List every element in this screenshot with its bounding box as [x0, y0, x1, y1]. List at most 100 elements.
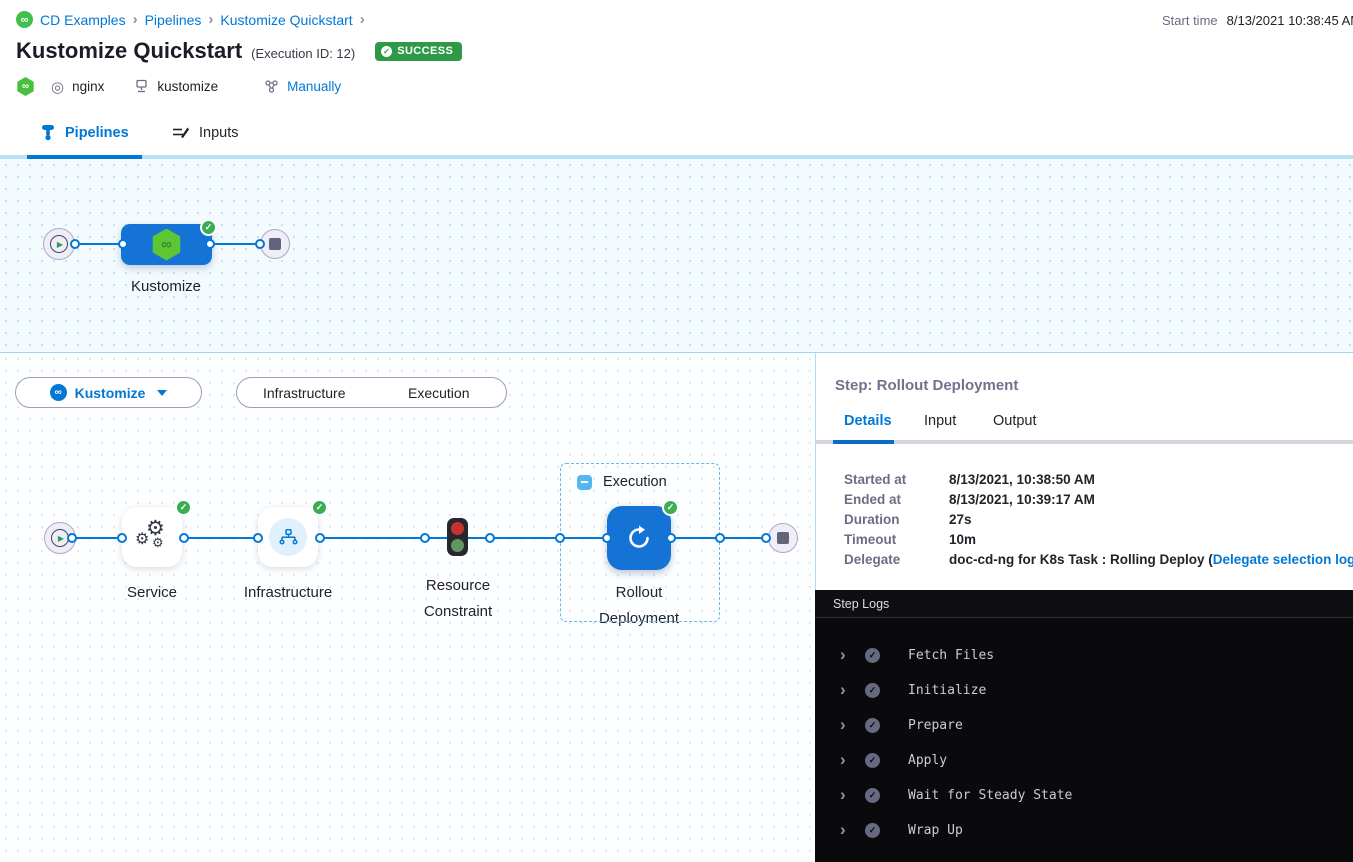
breadcrumb-pipelines[interactable]: Pipelines [144, 11, 202, 28]
connector-joint [70, 239, 80, 249]
expand-chevron-icon[interactable]: › [840, 750, 846, 769]
tab-pipelines[interactable]: Pipelines [40, 110, 129, 155]
chevron-down-icon [157, 389, 168, 396]
connector-joint [255, 239, 265, 249]
log-section-apply[interactable]: › ✓ Apply [840, 750, 948, 769]
expand-chevron-icon[interactable]: › [840, 645, 846, 664]
detail-row-delegate: Delegate doc-cd-ng for K8s Task : Rollin… [844, 550, 1353, 570]
log-section-prepare[interactable]: › ✓ Prepare [840, 715, 963, 734]
connector-joint [420, 533, 430, 543]
harness-deploy-icon: ∞ [17, 77, 34, 96]
service-icon: ◎ [51, 78, 65, 96]
harness-cd-logo-icon: ∞ [16, 11, 33, 28]
step-label-rollout-deployment: Rollout Deployment [598, 584, 680, 627]
log-success-icon: ✓ [865, 647, 880, 663]
panel-tab-underline [816, 440, 1353, 444]
status-badge: ✓ SUCCESS [375, 41, 463, 61]
environment-icon [134, 79, 149, 94]
connector-joint [315, 533, 325, 543]
connector-joint [67, 533, 77, 543]
connector-joint [666, 533, 676, 543]
inputs-icon [173, 127, 189, 138]
log-section-wait-for-steady-state[interactable]: › ✓ Wait for Steady State [840, 785, 1073, 804]
infrastructure-icon [269, 518, 307, 556]
panel-tab-active-underline [833, 440, 894, 444]
step-logs-panel: Step Logs › ✓ Fetch Files › ✓ Initialize… [815, 590, 1353, 862]
step-node-rollout-deployment[interactable] [607, 506, 671, 570]
success-check-icon: ✓ [311, 499, 328, 516]
header: ∞ CD Examples › Pipelines › Kustomize Qu… [0, 0, 1353, 110]
log-section-wrap-up[interactable]: › ✓ Wrap Up [840, 820, 963, 839]
edge [210, 243, 262, 245]
tab-input[interactable]: Input [924, 413, 957, 429]
log-success-icon: ✓ [865, 717, 880, 733]
breadcrumb-separator-icon: › [132, 11, 138, 28]
breadcrumb-kustomize-quickstart[interactable]: Kustomize Quickstart [220, 11, 353, 28]
execution-graph-canvas[interactable]: ∞ Kustomize Infrastructure Execution Exe… [0, 353, 815, 862]
step-label-service: Service [126, 584, 178, 601]
log-success-icon: ✓ [865, 822, 880, 838]
pipeline-start-node: ▶ [43, 228, 75, 260]
tab-details[interactable]: Details [844, 413, 892, 429]
stage-node-kustomize[interactable]: ∞ [121, 224, 212, 265]
service-gears-icon: ⚙ ⚙ ⚙ [135, 517, 165, 550]
trigger-icon [264, 79, 279, 94]
collapse-group-icon[interactable] [577, 474, 592, 490]
stage-selector-icon: ∞ [49, 384, 67, 401]
connector-joint [761, 533, 771, 543]
traffic-red-icon [451, 522, 464, 535]
log-success-icon: ✓ [865, 752, 880, 768]
trigger-label[interactable]: Manually [287, 79, 342, 94]
log-section-fetch-files[interactable]: › ✓ Fetch Files [840, 645, 995, 664]
success-check-icon: ✓ [200, 219, 217, 236]
execution-id: (Execution ID: 12) [251, 45, 356, 61]
toggle-infrastructure[interactable]: Infrastructure [263, 384, 346, 401]
expand-chevron-icon[interactable]: › [840, 680, 846, 699]
expand-chevron-icon[interactable]: › [840, 820, 846, 839]
edge [75, 243, 123, 245]
tab-output[interactable]: Output [993, 413, 1037, 429]
toggle-execution[interactable]: Execution [408, 384, 470, 401]
step-node-infrastructure[interactable] [258, 507, 318, 567]
breadcrumb: ∞ CD Examples › Pipelines › Kustomize Qu… [16, 11, 365, 28]
connector-joint [118, 239, 128, 249]
delegate-selection-logs-link[interactable]: Delegate selection logs [1212, 552, 1353, 567]
step-label-infrastructure: Infrastructure [243, 584, 333, 601]
play-icon: ▶ [50, 235, 68, 253]
service-tag: nginx [72, 79, 105, 94]
pipeline-icon [42, 125, 54, 141]
log-success-icon: ✓ [865, 682, 880, 698]
execution-end-node [768, 523, 798, 553]
detail-row-timeout: Timeout 10m [844, 532, 977, 547]
connector-joint [179, 533, 189, 543]
step-node-resource-constraint[interactable] [447, 518, 468, 556]
log-success-icon: ✓ [865, 787, 880, 803]
environment-tag: kustomize [157, 79, 219, 94]
stage-graph-canvas[interactable]: ▶ ∞ ✓ Kustomize [0, 159, 1353, 353]
stage-selector-dropdown[interactable]: ∞ Kustomize [15, 377, 202, 408]
step-logs-header: Step Logs [815, 590, 1353, 618]
connector-joint [715, 533, 725, 543]
expand-chevron-icon[interactable]: › [840, 785, 846, 804]
breadcrumb-cd-examples[interactable]: CD Examples [40, 11, 126, 28]
traffic-green-icon [451, 539, 464, 552]
connector-joint [253, 533, 263, 543]
page-title: Kustomize Quickstart [16, 38, 243, 63]
connector-joint [117, 533, 127, 543]
step-label-resource-constraint: Resource Constraint [423, 577, 493, 620]
step-node-service[interactable]: ⚙ ⚙ ⚙ [122, 507, 182, 567]
connector-joint [205, 239, 215, 249]
connector-joint [485, 533, 495, 543]
execution-group-label: Execution [603, 474, 667, 490]
expand-chevron-icon[interactable]: › [840, 715, 846, 734]
check-circle-icon: ✓ [381, 45, 393, 57]
tabbar-active-underline [27, 155, 142, 159]
stage-label: Kustomize [130, 278, 202, 295]
main-tabbar: Pipelines Inputs [0, 110, 1353, 155]
kustomize-stage-icon: ∞ [152, 228, 181, 261]
tab-inputs[interactable]: Inputs [172, 110, 239, 155]
step-details-table: Started at 8/13/2021, 10:38:50 AM Ended … [844, 470, 1353, 570]
breadcrumb-separator-icon: › [359, 11, 365, 28]
log-section-initialize[interactable]: › ✓ Initialize [840, 680, 987, 699]
